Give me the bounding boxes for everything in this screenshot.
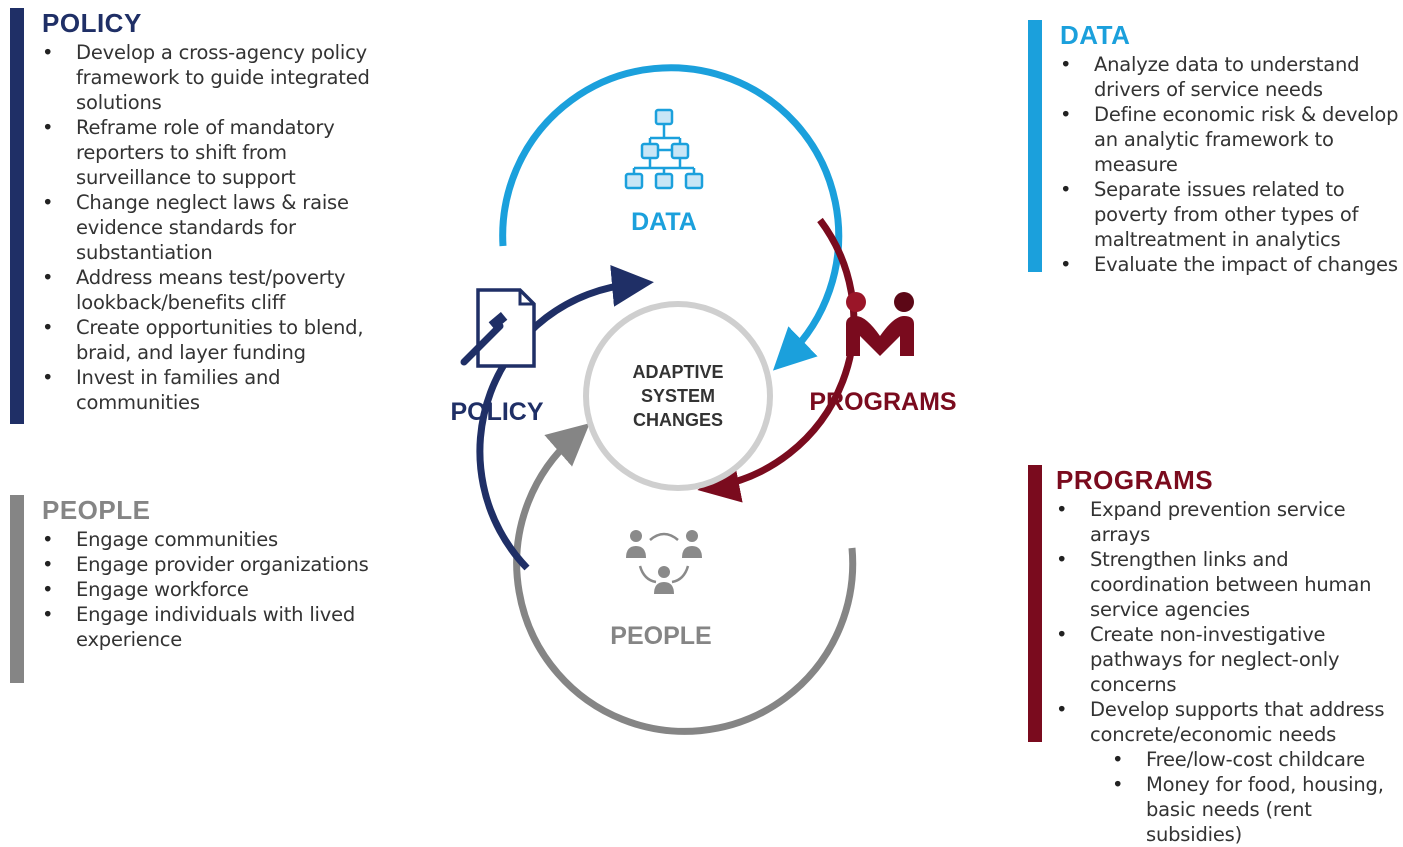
list-subitem: Money for food, housing, basic needs (re… <box>1056 772 1403 847</box>
people-accent-bar <box>10 495 24 683</box>
two-people-icon <box>846 292 914 356</box>
center-label-line1: ADAPTIVE <box>632 362 723 382</box>
list-item: Define economic risk & develop an analyt… <box>1060 102 1403 177</box>
list-item: Invest in families and communities <box>42 365 382 415</box>
programs-cycle-arc <box>697 217 858 503</box>
list-item: Analyze data to understand drivers of se… <box>1060 52 1403 102</box>
policy-panel-title: POLICY <box>42 8 142 38</box>
center-label-line3: CHANGES <box>633 410 723 430</box>
data-panel: DATA Analyze data to understand drivers … <box>1028 20 1398 277</box>
list-item: Engage communities <box>42 527 382 552</box>
policy-diagram-label: POLICY <box>450 398 543 426</box>
programs-accent-bar <box>1028 465 1042 742</box>
people-panel: PEOPLE Engage communities Engage provide… <box>10 495 370 683</box>
programs-diagram-label: PROGRAMS <box>809 388 956 416</box>
list-item: Create opportunities to blend, braid, an… <box>42 315 382 365</box>
people-panel-title: PEOPLE <box>42 495 151 525</box>
document-gavel-icon <box>460 288 536 368</box>
list-item: Engage workforce <box>42 577 382 602</box>
data-panel-title: DATA <box>1060 20 1131 50</box>
cycle-diagram: ADAPTIVE SYSTEM CHANGES DATA POLICY PROG… <box>450 64 957 735</box>
data-list: Analyze data to understand drivers of se… <box>1060 52 1403 277</box>
center-ring <box>583 301 773 491</box>
people-diagram-label: PEOPLE <box>610 622 711 650</box>
list-item: Evaluate the impact of changes <box>1060 252 1403 277</box>
hierarchy-chart-icon <box>624 108 704 190</box>
policy-accent-bar <box>10 8 24 424</box>
list-subitem: Free/low-cost childcare <box>1056 747 1403 772</box>
list-item: Expand prevention service arrays <box>1056 497 1403 547</box>
policy-panel: POLICY Develop a cross-agency policy fra… <box>10 8 370 424</box>
list-item: Engage provider organizations <box>42 552 382 577</box>
list-item: Strengthen links and coordination betwee… <box>1056 547 1403 622</box>
list-item: Create non-investigative pathways for ne… <box>1056 622 1403 697</box>
data-accent-bar <box>1028 20 1042 272</box>
list-item: Change neglect laws & raise evidence sta… <box>42 190 382 265</box>
data-cycle-arc <box>499 64 843 371</box>
list-item: Develop supports that address concrete/e… <box>1056 697 1403 747</box>
list-item: Develop a cross-agency policy framework … <box>42 40 382 115</box>
data-diagram-label: DATA <box>631 208 697 236</box>
people-cycle-arc <box>513 423 857 735</box>
center-label-line2: SYSTEM <box>641 386 715 406</box>
programs-panel-title: PROGRAMS <box>1056 465 1214 495</box>
list-item: Address means test/poverty lookback/bene… <box>42 265 382 315</box>
policy-list: Develop a cross-agency policy framework … <box>42 40 382 415</box>
list-item: Separate issues related to poverty from … <box>1060 177 1403 252</box>
list-item: Engage individuals with lived experience <box>42 602 382 652</box>
people-list: Engage communities Engage provider organ… <box>42 527 382 652</box>
community-network-icon <box>626 530 702 594</box>
policy-cycle-arc <box>476 264 654 571</box>
list-item: Reframe role of mandatory reporters to s… <box>42 115 382 190</box>
